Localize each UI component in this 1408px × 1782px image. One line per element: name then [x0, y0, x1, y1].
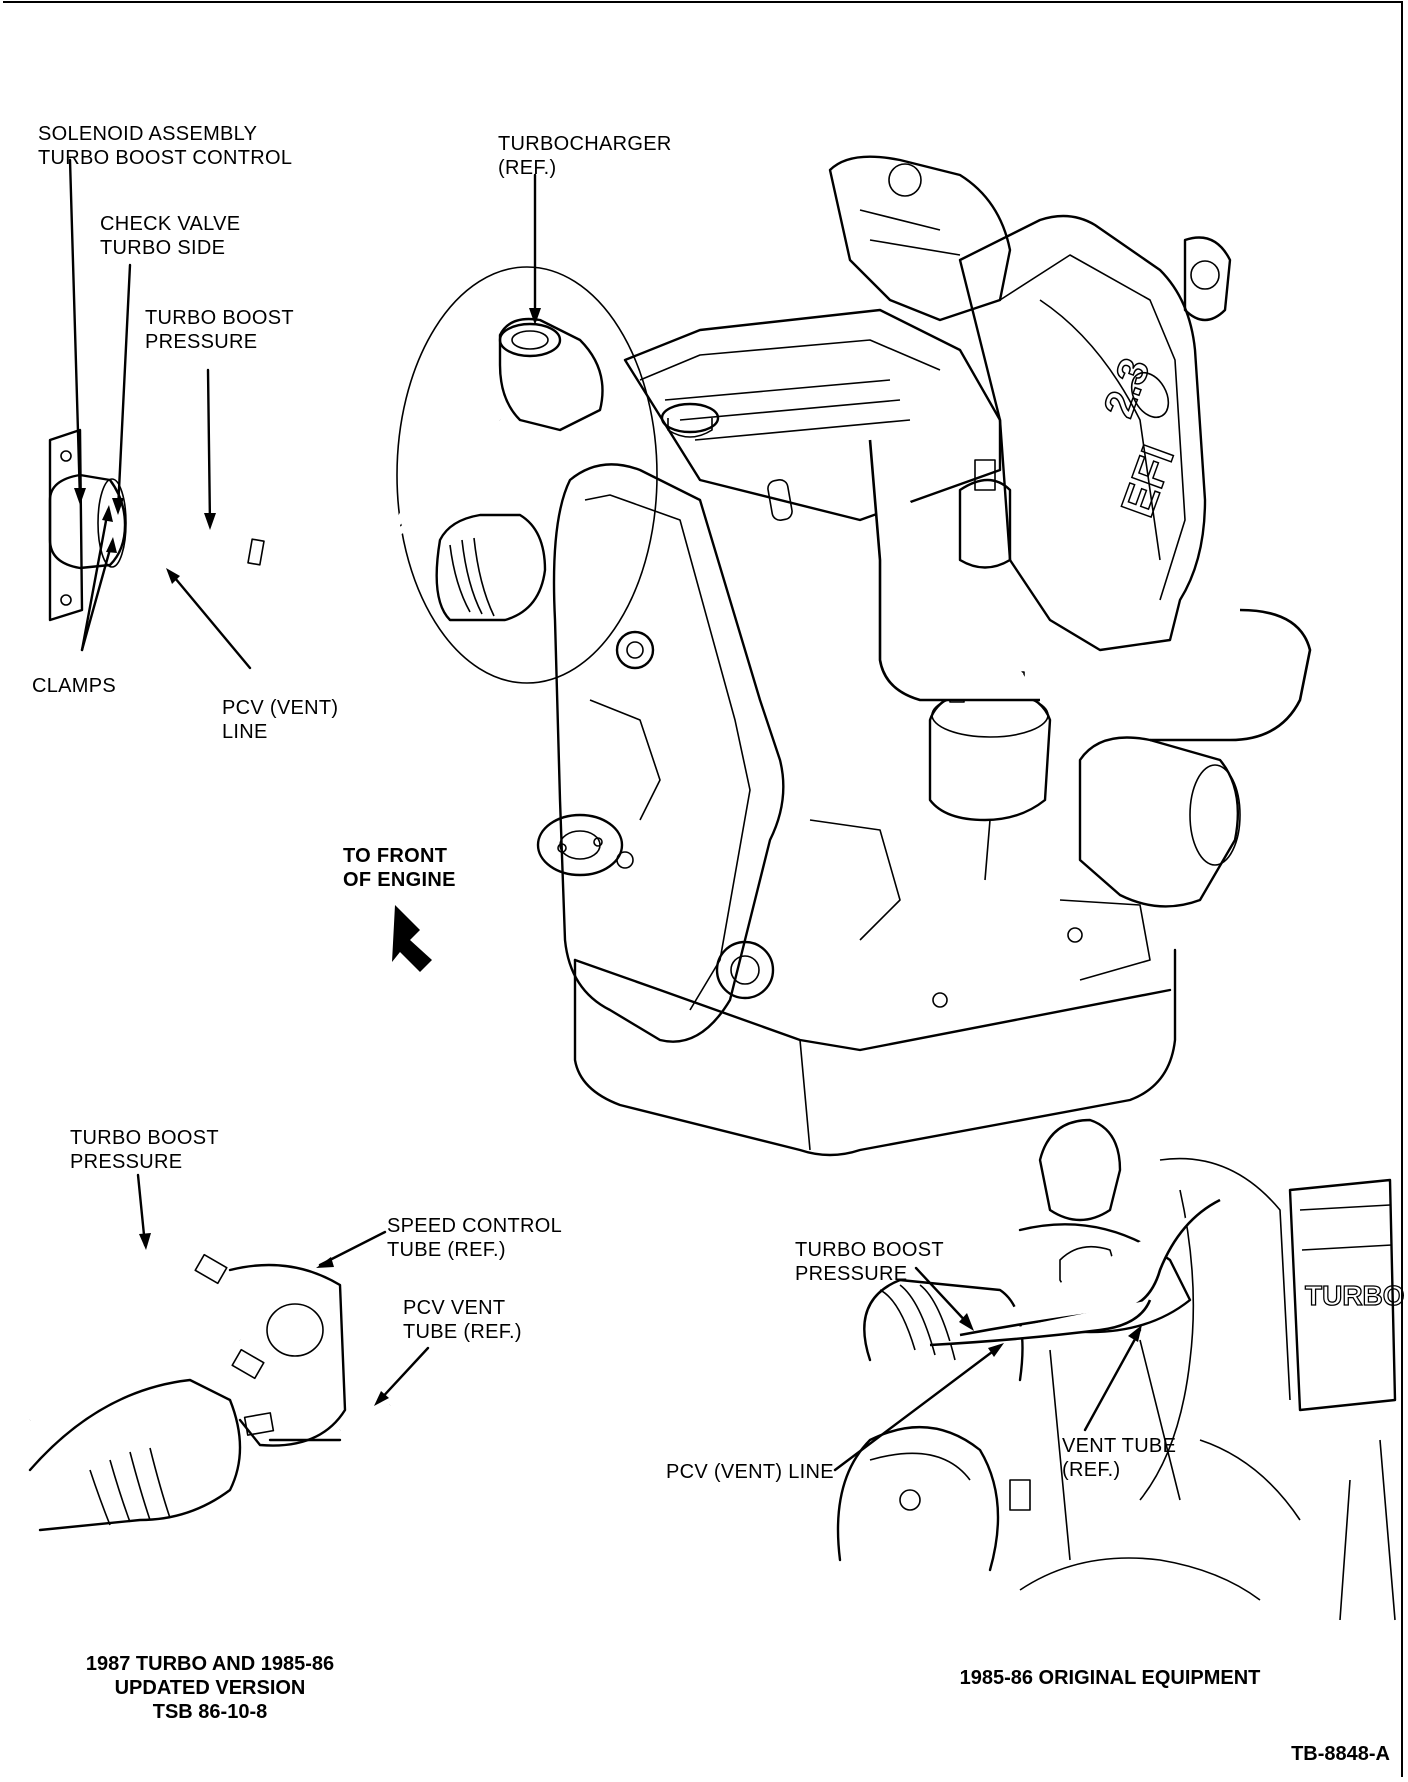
svg-text:2.3: 2.3	[1094, 352, 1158, 423]
label-speed-control-tube: SPEED CONTROL TUBE (REF.)	[387, 1215, 563, 1261]
label-pcv-vent-line-main: PCV (VENT) LINE	[222, 697, 339, 743]
label-turbo-boost-pressure-right: TURBO BOOST PRESSURE	[795, 1239, 944, 1285]
label-solenoid-assembly: SOLENOID ASSEMBLY TURBO BOOST CONTROL	[38, 123, 293, 169]
front-arrow	[392, 905, 432, 972]
svg-text:EFI: EFI	[1111, 438, 1184, 523]
hose-routing	[119, 413, 520, 574]
right-inset-leaders	[833, 1266, 1142, 1472]
right-inset-illustration: TURBO	[836, 1118, 1405, 1621]
label-to-front-of-engine: TO FRONT OF ENGINE	[343, 845, 456, 891]
label-check-valve: CHECK VALVE TURBO SIDE	[100, 213, 241, 259]
left-inset-illustration	[25, 1248, 392, 1532]
engine-illustration: 2.3 EFI	[435, 155, 1312, 1157]
caption-left-inset: 1987 TURBO AND 1985-86 UPDATED VERSION T…	[85, 1653, 335, 1723]
page-frame	[3, 1, 1403, 1777]
svg-text:TURBO: TURBO	[1305, 1280, 1405, 1311]
label-turbocharger: TURBOCHARGER (REF.)	[498, 133, 672, 179]
label-turbo-boost-pressure-left: TURBO BOOST PRESSURE	[70, 1127, 219, 1173]
label-pcv-vent-line-right: PCV (VENT) LINE	[666, 1461, 834, 1483]
solenoid-assembly	[48, 428, 127, 622]
main-leader-lines	[68, 158, 541, 670]
label-clamps: CLAMPS	[32, 675, 117, 697]
label-pcv-vent-tube: PCV VENT TUBE (REF.)	[403, 1297, 522, 1343]
detail-callout-circle	[396, 266, 658, 684]
figure-id: TB-8848-A	[1291, 1743, 1390, 1765]
left-inset-leaders	[136, 1173, 430, 1406]
label-turbo-boost-pressure-main: TURBO BOOST PRESSURE	[145, 307, 294, 353]
caption-right-inset: 1985-86 ORIGINAL EQUIPMENT	[959, 1667, 1261, 1689]
label-vent-tube: VENT TUBE (REF.)	[1062, 1435, 1177, 1481]
